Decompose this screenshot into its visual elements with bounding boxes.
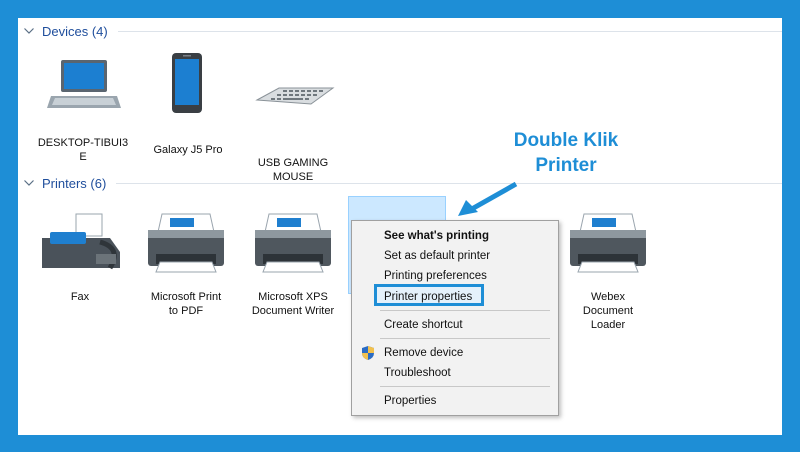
laptop-icon — [47, 60, 121, 108]
printer-label: Fax — [70, 291, 90, 303]
menu-item-properties[interactable]: Properties — [384, 395, 437, 407]
printer-label: Webex Document Loader — [582, 291, 634, 331]
menu-item-create-shortcut[interactable]: Create shortcut — [384, 319, 463, 331]
keyboard-icon — [255, 87, 335, 105]
device-label: USB GAMING MOUSE — [257, 157, 329, 183]
device-laptop[interactable]: DESKTOP-TIBUI3 E — [33, 48, 133, 168]
printer-icon — [570, 213, 646, 273]
device-label: Galaxy J5 Pro — [153, 144, 223, 156]
printer-fax[interactable]: Fax — [30, 208, 130, 318]
devices-group-label: Devices (4) — [42, 23, 108, 39]
printer-webex-document-loader[interactable]: Webex Document Loader — [558, 208, 658, 338]
instruction-annotation: Double Klik Printer — [513, 130, 619, 176]
devices-and-printers-panel: Devices (4) DESKTOP-TIBUI3 E Galaxy J5 P… — [18, 18, 782, 435]
printer-microsoft-xps[interactable]: Microsoft XPS Document Writer — [243, 208, 343, 318]
context-menu: See what's printing Set as default print… — [351, 220, 559, 416]
arrow-icon — [458, 181, 518, 216]
menu-item-set-default-printer[interactable]: Set as default printer — [384, 250, 491, 262]
chevron-down-icon[interactable] — [22, 24, 36, 38]
menu-item-printing-preferences[interactable]: Printing preferences — [384, 270, 487, 282]
menu-item-troubleshoot[interactable]: Troubleshoot — [384, 367, 451, 379]
printer-microsoft-print-to-pdf[interactable]: Microsoft Print to PDF — [136, 208, 236, 318]
fax-icon — [42, 213, 120, 270]
chevron-down-icon[interactable] — [22, 176, 36, 190]
menu-separator — [380, 386, 550, 387]
menu-item-printer-properties[interactable]: Printer properties — [384, 291, 473, 303]
shield-icon — [362, 346, 374, 360]
device-label: DESKTOP-TIBUI3 E — [37, 137, 129, 163]
printer-label: Microsoft XPS Document Writer — [251, 291, 335, 317]
divider — [117, 30, 782, 32]
menu-separator — [380, 338, 550, 339]
menu-item-see-whats-printing[interactable]: See what's printing — [384, 230, 489, 242]
printer-icon — [148, 213, 224, 273]
printer-icon — [255, 213, 331, 273]
menu-separator — [380, 310, 550, 311]
device-phone[interactable]: Galaxy J5 Pro — [138, 48, 238, 168]
printers-group-header[interactable]: Printers (6) — [18, 173, 782, 193]
smartphone-icon — [172, 53, 202, 113]
device-usb-mouse[interactable]: USB GAMING MOUSE — [243, 48, 343, 183]
highlight-frame — [374, 284, 484, 306]
printer-label: Microsoft Print to PDF — [150, 291, 222, 317]
divider — [116, 182, 782, 184]
devices-group-header[interactable]: Devices (4) — [18, 21, 782, 41]
menu-item-remove-device[interactable]: Remove device — [384, 347, 464, 359]
printers-group-label: Printers (6) — [42, 175, 107, 191]
